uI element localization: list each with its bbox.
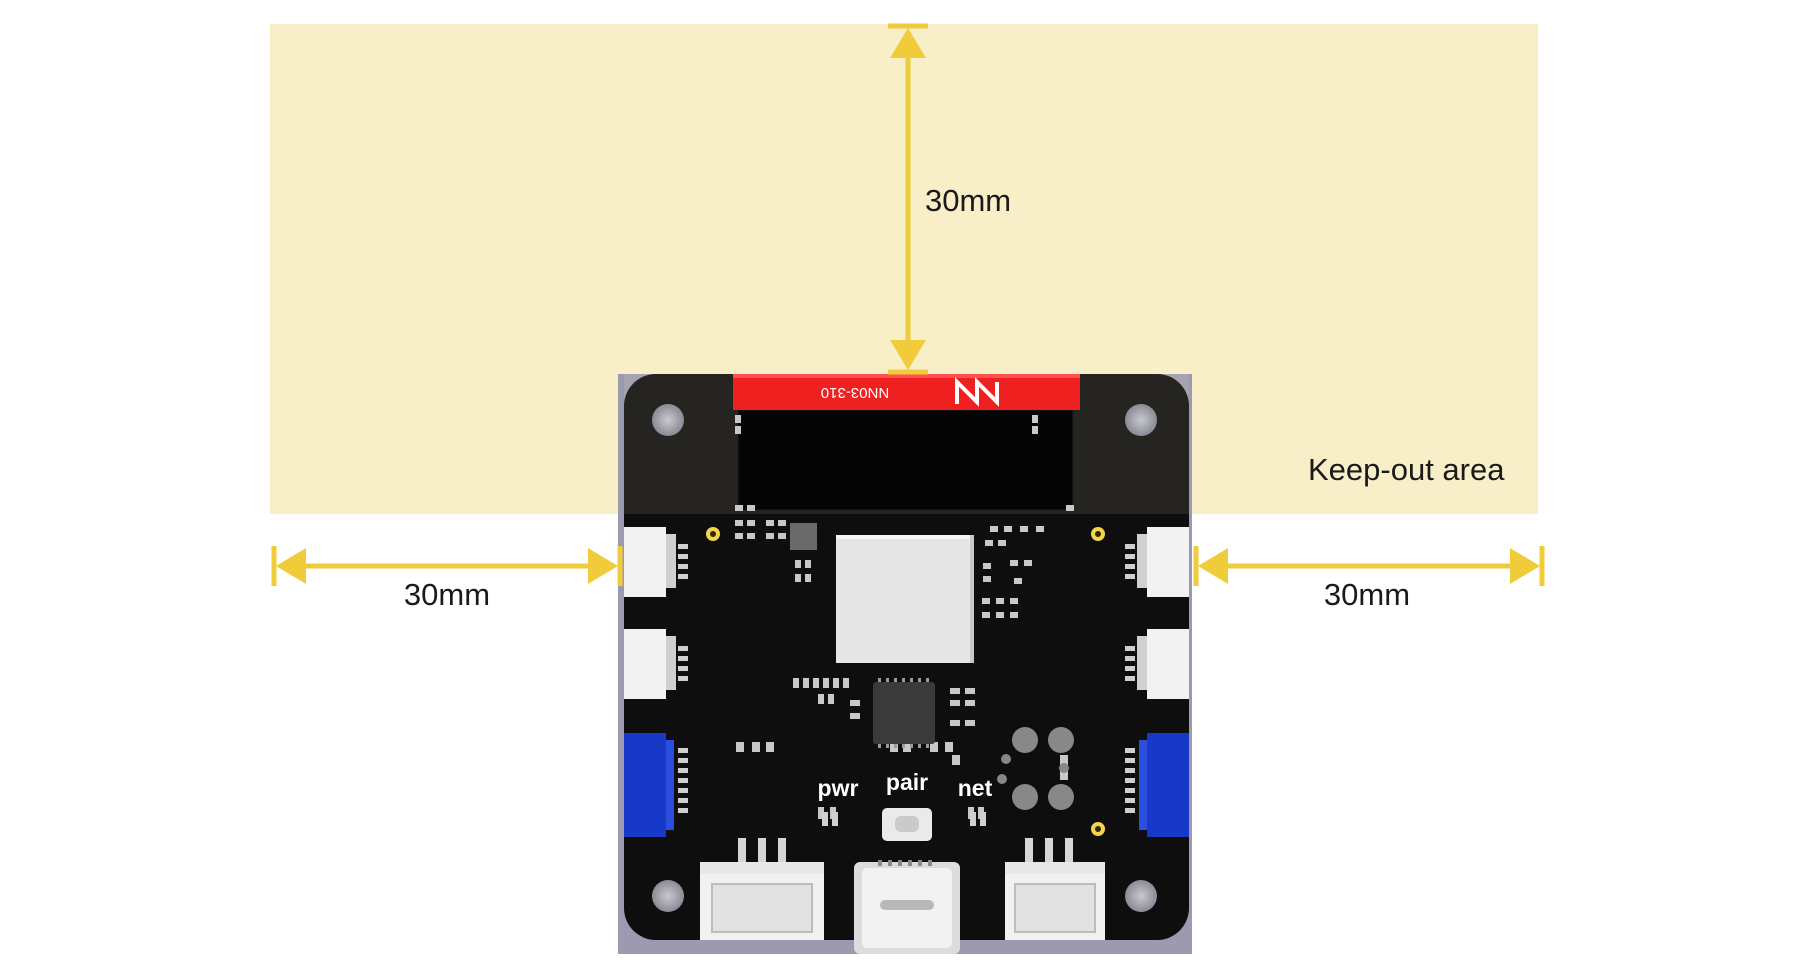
antenna-part-number: NN03-310	[821, 384, 889, 401]
qfn-chip	[873, 678, 935, 748]
rf-shield-module	[836, 535, 974, 663]
left-connector-pins	[678, 544, 688, 813]
mounting-hole	[652, 404, 684, 436]
label-pair: pair	[886, 769, 928, 795]
dimension-top	[888, 23, 928, 375]
pair-button	[882, 808, 932, 841]
keepout-area-label: Keep-out area	[1308, 452, 1505, 487]
fiducials	[706, 527, 1105, 836]
bottom-connector-left	[700, 838, 824, 940]
status-leds	[822, 812, 986, 826]
component-square	[790, 523, 817, 550]
right-dimension-label: 30mm	[1324, 577, 1410, 612]
label-net: net	[958, 775, 993, 801]
dimension-left	[271, 546, 623, 586]
pad-cluster	[997, 727, 1074, 810]
dimension-right	[1193, 546, 1545, 586]
mounting-hole	[1125, 880, 1157, 912]
smd-components	[735, 415, 1074, 819]
antenna-chip: NN03-310	[733, 374, 1080, 410]
label-pwr: pwr	[818, 775, 859, 801]
usb-c-port	[854, 860, 960, 954]
left-connectors	[624, 527, 676, 837]
antenna-logo-icon	[955, 377, 999, 407]
pcb-board: NN03-310	[618, 374, 1192, 954]
right-connectors	[1137, 527, 1189, 837]
right-connector-pins	[1125, 544, 1135, 813]
bottom-connector-right	[1005, 838, 1105, 940]
left-dimension-label: 30mm	[404, 577, 490, 612]
top-dimension-label: 30mm	[925, 183, 1011, 218]
mounting-hole	[1125, 404, 1157, 436]
mounting-hole	[652, 880, 684, 912]
